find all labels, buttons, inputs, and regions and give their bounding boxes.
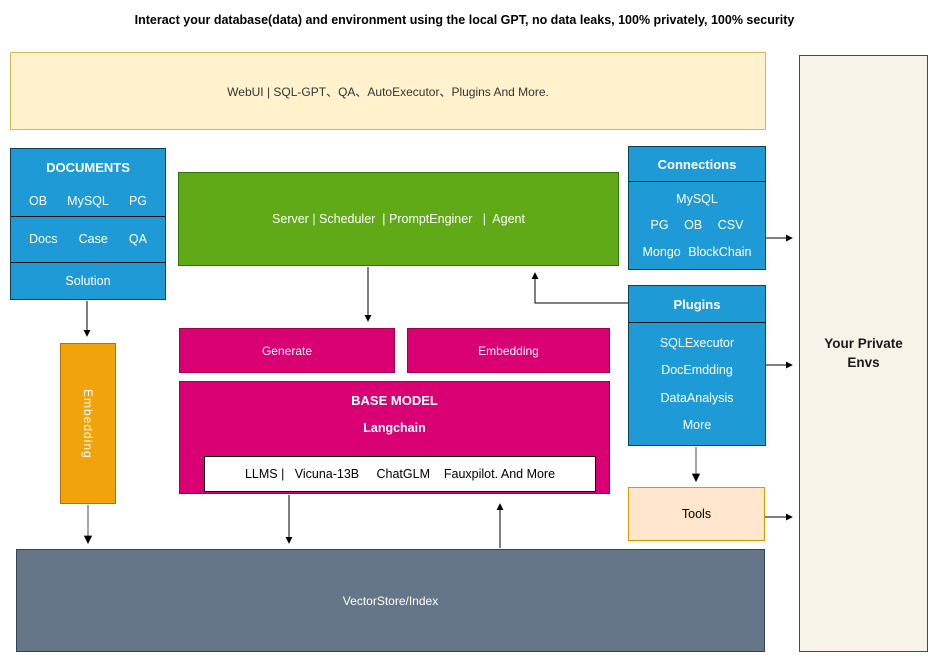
plugins-item: DocEmdding xyxy=(661,363,733,378)
connections-row-1: MySQL xyxy=(629,192,765,206)
documents-row-2: Docs Case QA xyxy=(11,217,165,263)
documents-row-3: Solution xyxy=(11,263,165,300)
documents-item: MySQL xyxy=(67,194,109,209)
documents-item: Solution xyxy=(65,273,111,288)
embedding-pipeline-label: Embedding xyxy=(81,388,95,459)
connections-rows: MySQL PG OB CSV Mongo BlockChain xyxy=(629,182,765,269)
connections-item: PG xyxy=(650,218,669,233)
plugins-title: Plugins xyxy=(629,286,765,323)
plugins-box: Plugins SQLExecutor DocEmdding DataAnaly… xyxy=(628,285,766,446)
documents-row-1: OB MySQL PG xyxy=(11,187,165,218)
connections-row-2: PG OB CSV xyxy=(629,218,765,232)
generate-box: Generate xyxy=(179,328,395,373)
documents-item: Docs xyxy=(29,232,58,247)
connections-box: Connections MySQL PG OB CSV Mongo BlockC… xyxy=(628,146,766,270)
plugins-item: SQLExecutor xyxy=(659,335,735,350)
connections-item: MySQL xyxy=(676,192,718,207)
base-model-box: BASE MODEL Langchain LLMS | Vicuna-13B C… xyxy=(179,381,610,494)
tools-label: Tools xyxy=(681,507,712,521)
models-list-box: LLMS | Vicuna-13B ChatGLM Fauxpilot. And… xyxy=(204,456,596,492)
embedding-label: Embedding xyxy=(478,343,539,358)
documents-item: OB xyxy=(29,194,48,209)
page-title: Interact your database(data) and environ… xyxy=(134,13,795,27)
base-model-subtitle: Langchain xyxy=(363,421,426,435)
documents-item: PG xyxy=(128,194,147,209)
connections-title: Connections xyxy=(629,147,765,182)
private-envs-panel: Your Private Envs xyxy=(799,55,928,652)
connections-item: Mongo xyxy=(642,244,681,259)
private-envs-label: Your Private Envs xyxy=(824,336,903,370)
documents-item: Case xyxy=(78,232,108,247)
documents-item: QA xyxy=(128,232,147,247)
vectorstore-box: VectorStore/Index xyxy=(16,549,765,652)
plugins-item: DataAnalysis xyxy=(660,390,734,405)
documents-box: DOCUMENTS OB MySQL PG Docs Case QA Solut… xyxy=(10,148,166,300)
webui-bar: WebUI | SQL-GPT、QA、AutoExecutor、Plugins … xyxy=(10,52,766,130)
webui-bar-label: WebUI | SQL-GPT、QA、AutoExecutor、Plugins … xyxy=(227,84,549,99)
connections-item: CSV xyxy=(717,218,744,233)
models-list-label: LLMS | Vicuna-13B ChatGLM Fauxpilot. And… xyxy=(244,467,556,481)
embedding-box: Embedding xyxy=(407,328,610,373)
vectorstore-label: VectorStore/Index xyxy=(342,593,439,608)
generate-label: Generate xyxy=(261,343,313,358)
documents-title: DOCUMENTS xyxy=(46,160,130,176)
connections-row-3: Mongo BlockChain xyxy=(629,245,765,259)
connections-item: BlockChain xyxy=(688,244,752,259)
plugins-item: More xyxy=(682,418,712,433)
tools-box: Tools xyxy=(628,487,765,541)
base-model-title: BASE MODEL xyxy=(351,393,438,408)
server-bar-label: Server | Scheduler | PromptEnginer | Age… xyxy=(272,212,525,226)
embedding-pipeline-box: Embedding xyxy=(60,343,116,504)
server-bar: Server | Scheduler | PromptEnginer | Age… xyxy=(178,172,619,266)
plugins-items: SQLExecutor DocEmdding DataAnalysis More xyxy=(629,323,765,445)
connections-item: OB xyxy=(684,218,703,233)
arrow-plugins-to-server xyxy=(531,272,628,304)
